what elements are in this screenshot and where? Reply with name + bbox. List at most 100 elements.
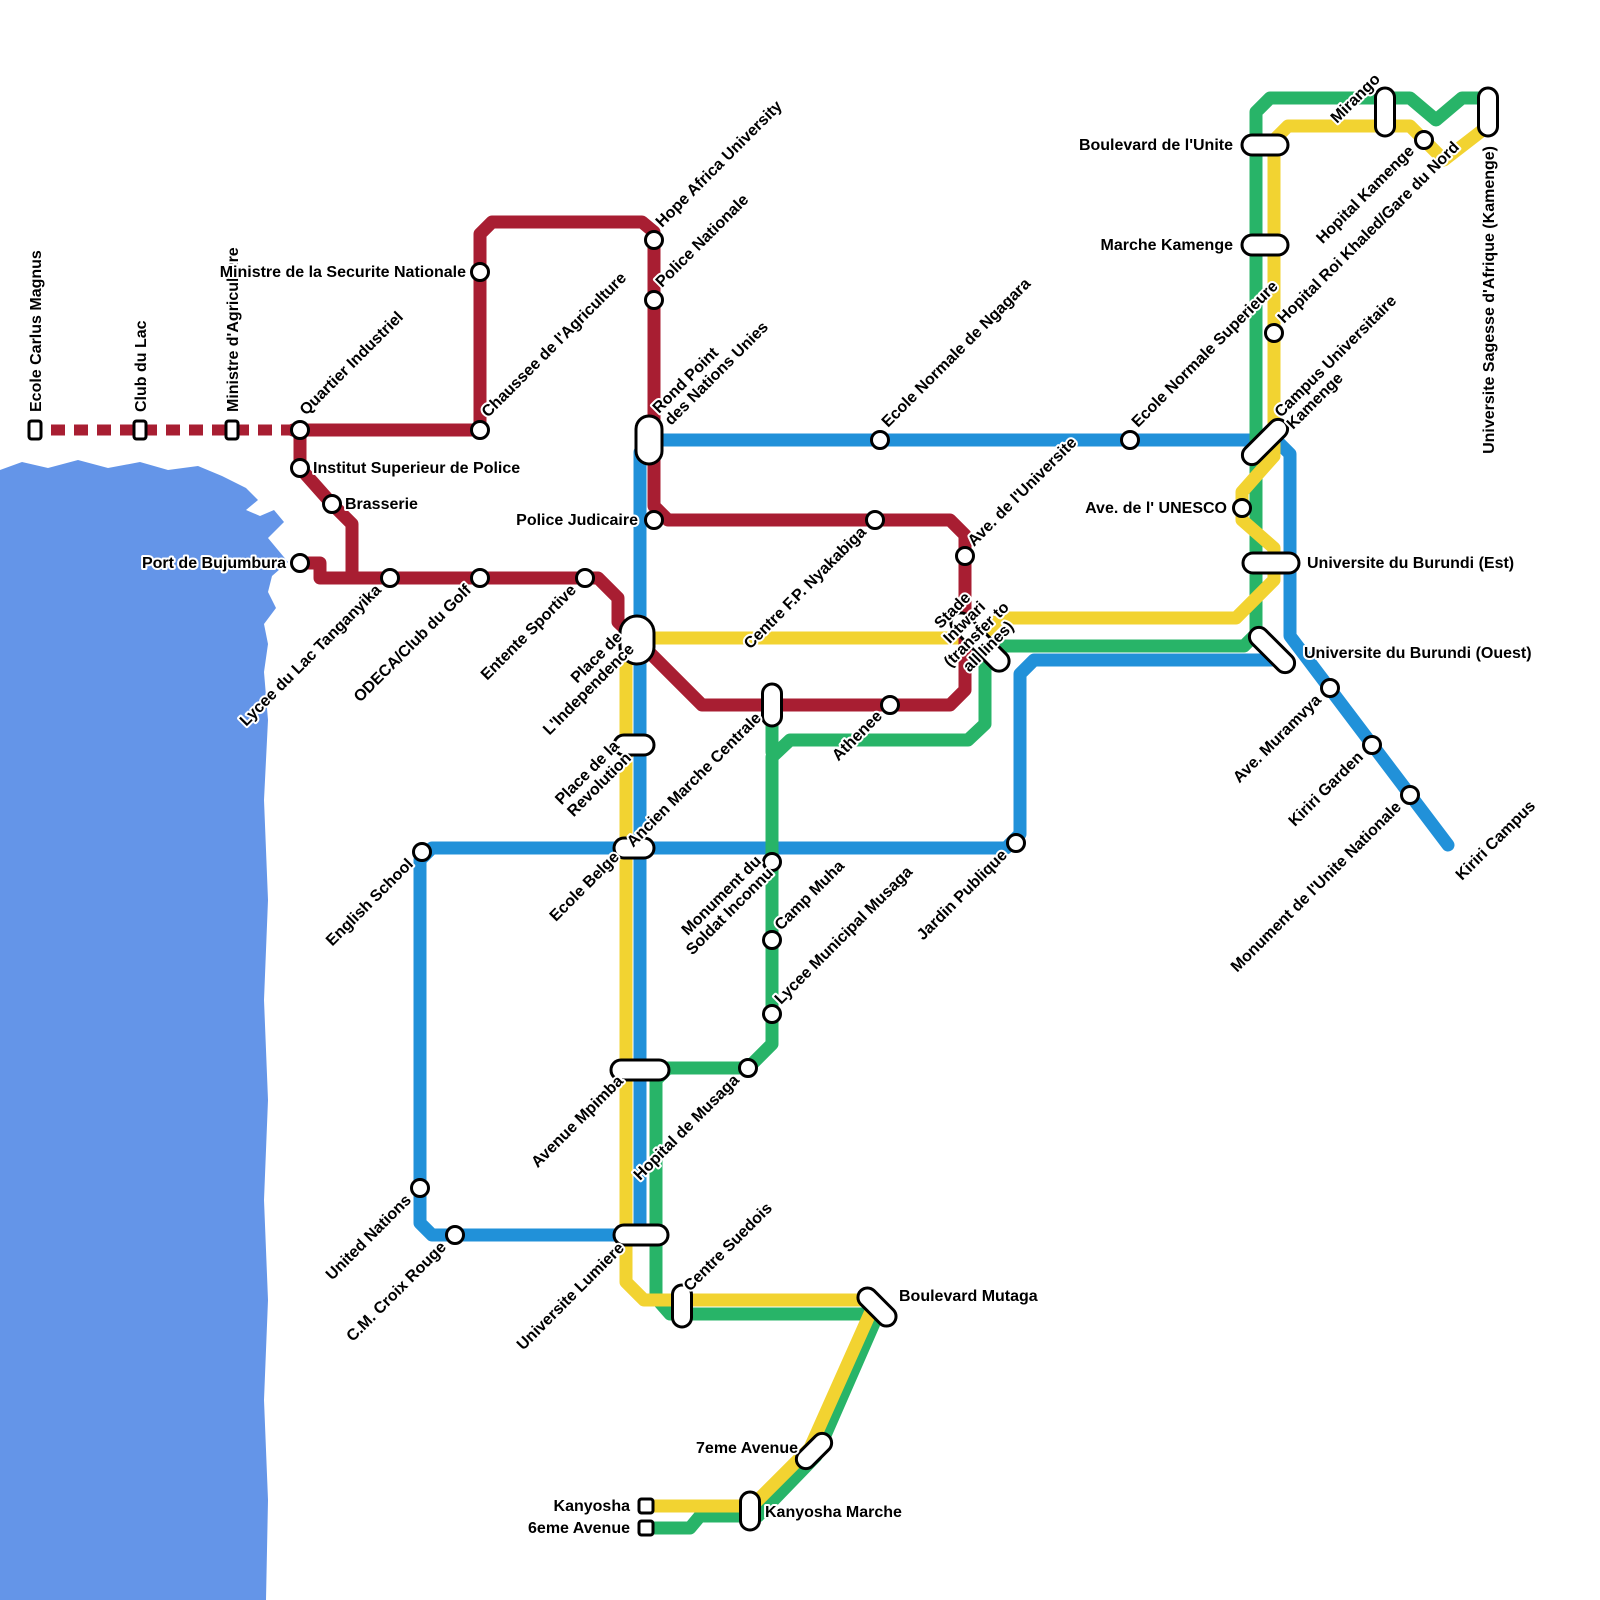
station-united-nations bbox=[410, 1178, 430, 1198]
station-label: Chaussee de l'Agriculture bbox=[479, 270, 630, 421]
station-label: Police Judicaire bbox=[516, 512, 638, 529]
station-marker bbox=[322, 494, 342, 514]
station-ecole-normale-de-ngagara bbox=[870, 430, 890, 450]
station-label: Universite Sagesse d'Afrique (Kamenge) bbox=[1481, 146, 1498, 454]
station-marker bbox=[637, 1497, 655, 1515]
route-blue-east bbox=[639, 653, 1291, 855]
station-label: Hope Africa University bbox=[653, 98, 786, 231]
route-red-main bbox=[286, 215, 972, 712]
station-marker bbox=[612, 1223, 670, 1247]
station-label: Ministre de la Securite Nationale bbox=[220, 264, 466, 281]
station-marker bbox=[412, 842, 432, 862]
station-marker bbox=[618, 614, 656, 666]
station-label: 6eme Avenue bbox=[528, 1520, 630, 1537]
station-label: Marche Kamenge bbox=[1101, 237, 1234, 254]
station-marker bbox=[955, 546, 975, 566]
station-jardin-publique bbox=[1006, 833, 1026, 853]
station-athenee bbox=[880, 695, 900, 715]
station-marker bbox=[1264, 323, 1284, 343]
station-label: Ministre d'Agriculture bbox=[225, 247, 242, 412]
station-universite-du-burundi-ouest bbox=[1247, 625, 1297, 675]
station-label: English School bbox=[323, 856, 417, 950]
station-marker bbox=[644, 230, 664, 250]
station-marker bbox=[856, 1286, 898, 1328]
station-label: Boulevard Mutaga bbox=[899, 1288, 1038, 1305]
station-label: Boulevard de l'Unite bbox=[1079, 137, 1233, 154]
station-campus-universitaire-kamenge bbox=[1240, 417, 1290, 467]
station-place-de-l-independence bbox=[618, 614, 656, 666]
station-kiriri-garden bbox=[1362, 735, 1382, 755]
station-hopital-kamenge bbox=[1414, 130, 1434, 150]
station-kanyosha-marche bbox=[739, 1490, 761, 1532]
station-ave-de-l-universite bbox=[955, 546, 975, 566]
station-label: Universite du Burundi (Ouest) bbox=[1304, 645, 1532, 662]
station-marker bbox=[1240, 417, 1290, 467]
station-mirango bbox=[1374, 86, 1396, 138]
station-marker bbox=[290, 553, 310, 573]
station-label: Ave. de l'Universite bbox=[965, 434, 1081, 550]
station-label: Ecole Normale de Ngagara bbox=[879, 275, 1034, 430]
route-green-main bbox=[639, 91, 1495, 1535]
station-camp-muha bbox=[762, 930, 782, 950]
station-lycee-municipal-musaga bbox=[762, 1004, 782, 1024]
station-ecole-carlus-magnus bbox=[27, 419, 43, 441]
station-place-de-la-revolution bbox=[612, 733, 656, 757]
station-marker bbox=[644, 510, 664, 530]
station-ministre-de-la-securite-nationale bbox=[470, 262, 490, 282]
station-label: Kanyosha Marche bbox=[765, 1504, 902, 1521]
station-stade-intwari bbox=[949, 611, 1011, 673]
stations bbox=[27, 86, 1499, 1537]
station-marker bbox=[575, 568, 595, 588]
station-marker bbox=[470, 262, 490, 282]
station-label: Kiriri Garden bbox=[1286, 749, 1367, 830]
station-label: Entente Sportive bbox=[478, 582, 580, 684]
station-quartier-industriel bbox=[290, 420, 310, 440]
station-label: Monument duSoldat Inconnu bbox=[671, 853, 777, 959]
station-label: Lycee Municipal Musaga bbox=[772, 863, 916, 1007]
station-hopital-roi-khaled-gare-du-nord bbox=[1264, 323, 1284, 343]
station-marker bbox=[1414, 130, 1434, 150]
station-label: Quartier Industriel bbox=[297, 309, 407, 419]
station-label: Universite Lumiere bbox=[514, 1240, 628, 1354]
station-6eme-avenue bbox=[637, 1519, 655, 1537]
station-label: 7eme Avenue bbox=[696, 1440, 798, 1457]
station-marker bbox=[1120, 430, 1140, 450]
station-lycee-du-lac-tanganyika bbox=[380, 568, 400, 588]
route-blue-north bbox=[649, 433, 1455, 852]
station-hope-africa-university bbox=[644, 230, 664, 250]
station-marker bbox=[637, 1519, 655, 1537]
station-label: Kanyosha bbox=[554, 1498, 631, 1515]
station-police-judicaire bbox=[644, 510, 664, 530]
station-c-m-croix-rouge bbox=[445, 1225, 465, 1245]
station-label: United Nations bbox=[323, 1192, 415, 1284]
station-ave-muramvya bbox=[1320, 678, 1340, 698]
station-marker bbox=[470, 420, 490, 440]
station-marker bbox=[27, 419, 43, 441]
station-marker bbox=[290, 420, 310, 440]
station-ave-de-l-unesco bbox=[1232, 498, 1252, 518]
route-blue-west-loop bbox=[413, 841, 647, 1242]
station-label: Monument de l'Unite Nationale bbox=[1228, 799, 1405, 976]
station-marker bbox=[1477, 86, 1499, 138]
station-marker bbox=[612, 733, 656, 757]
station-avenue-mpimba bbox=[609, 1058, 671, 1082]
station-marker bbox=[410, 1178, 430, 1198]
station-marker bbox=[380, 568, 400, 588]
station-marker bbox=[1247, 625, 1297, 675]
station-marker bbox=[880, 695, 900, 715]
station-marker bbox=[865, 510, 885, 530]
station-monument-du-soldat-inconnu bbox=[762, 852, 782, 872]
station-marker bbox=[671, 1283, 693, 1329]
station-marker bbox=[1241, 551, 1301, 575]
station-label: Rond Pointdes Nations Unies bbox=[650, 307, 772, 429]
station-universite-lumiere bbox=[612, 1223, 670, 1247]
station-ancien-marche-centrale bbox=[761, 682, 783, 728]
station-marker bbox=[224, 419, 240, 441]
station-label: Hopital de Musaga bbox=[631, 1072, 743, 1184]
station-7eme-avenue bbox=[794, 1431, 834, 1471]
station-marker bbox=[761, 682, 783, 728]
route-yellow-main bbox=[619, 119, 1495, 1513]
station-police-nationale bbox=[644, 290, 664, 310]
station-kanyosha bbox=[637, 1497, 655, 1515]
